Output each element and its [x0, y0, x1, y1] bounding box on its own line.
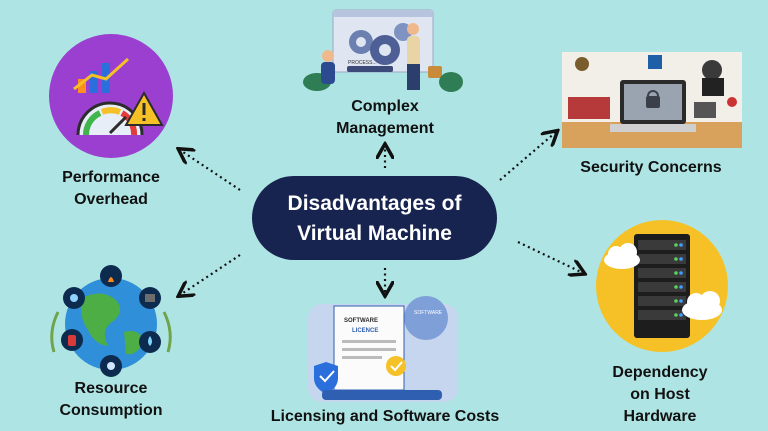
dependency-line2: on Host — [630, 386, 690, 403]
label-performance-overhead: Performance Overhead — [36, 167, 186, 211]
center-title-line2: Virtual Machine — [297, 222, 452, 245]
complex-line1: Complex — [351, 98, 419, 115]
label-complex-management: Complex Management — [310, 96, 460, 140]
center-pill — [252, 176, 497, 260]
dependency-line1: Dependency — [612, 364, 708, 381]
speedometer-warning-icon — [49, 34, 173, 158]
center-title: Disadvantages of Virtual Machine — [252, 189, 497, 249]
globe-resources-icon — [50, 265, 172, 377]
server-rack-cloud-icon — [596, 220, 728, 352]
label-resource-consumption: Resource Consumption — [36, 378, 186, 422]
performance-line2: Overhead — [74, 191, 148, 208]
label-security-concerns: Security Concerns — [580, 159, 722, 176]
licensing-doc-subtitle: LICENCE — [352, 328, 378, 334]
resource-line2: Consumption — [59, 402, 163, 419]
arrow-to-security — [499, 132, 556, 181]
licensing-doc-title: SOFTWARE — [344, 318, 378, 324]
label-dependency-host-hardware: Dependency on Host Hardware — [580, 362, 740, 428]
performance-line1: Performance — [62, 169, 160, 186]
arrow-to-dependency — [517, 241, 583, 273]
dependency-line3: Hardware — [623, 408, 697, 425]
software-licence-document-icon: SOFTWARE SOFTWARE LICENCE — [308, 296, 458, 402]
gears-team-icon: PROCESS... — [303, 9, 463, 92]
complex-line2: Management — [336, 120, 434, 137]
label-licensing-costs: Licensing and Software Costs — [270, 408, 500, 425]
cyber-security-collage-icon — [562, 52, 742, 148]
licensing-tag: SOFTWARE — [414, 310, 443, 316]
resource-line1: Resource — [74, 380, 148, 397]
center-title-line1: Disadvantages of — [287, 192, 462, 215]
process-label: PROCESS... — [348, 60, 377, 66]
arrow-to-resource — [180, 254, 241, 295]
arrow-to-performance — [180, 150, 241, 191]
